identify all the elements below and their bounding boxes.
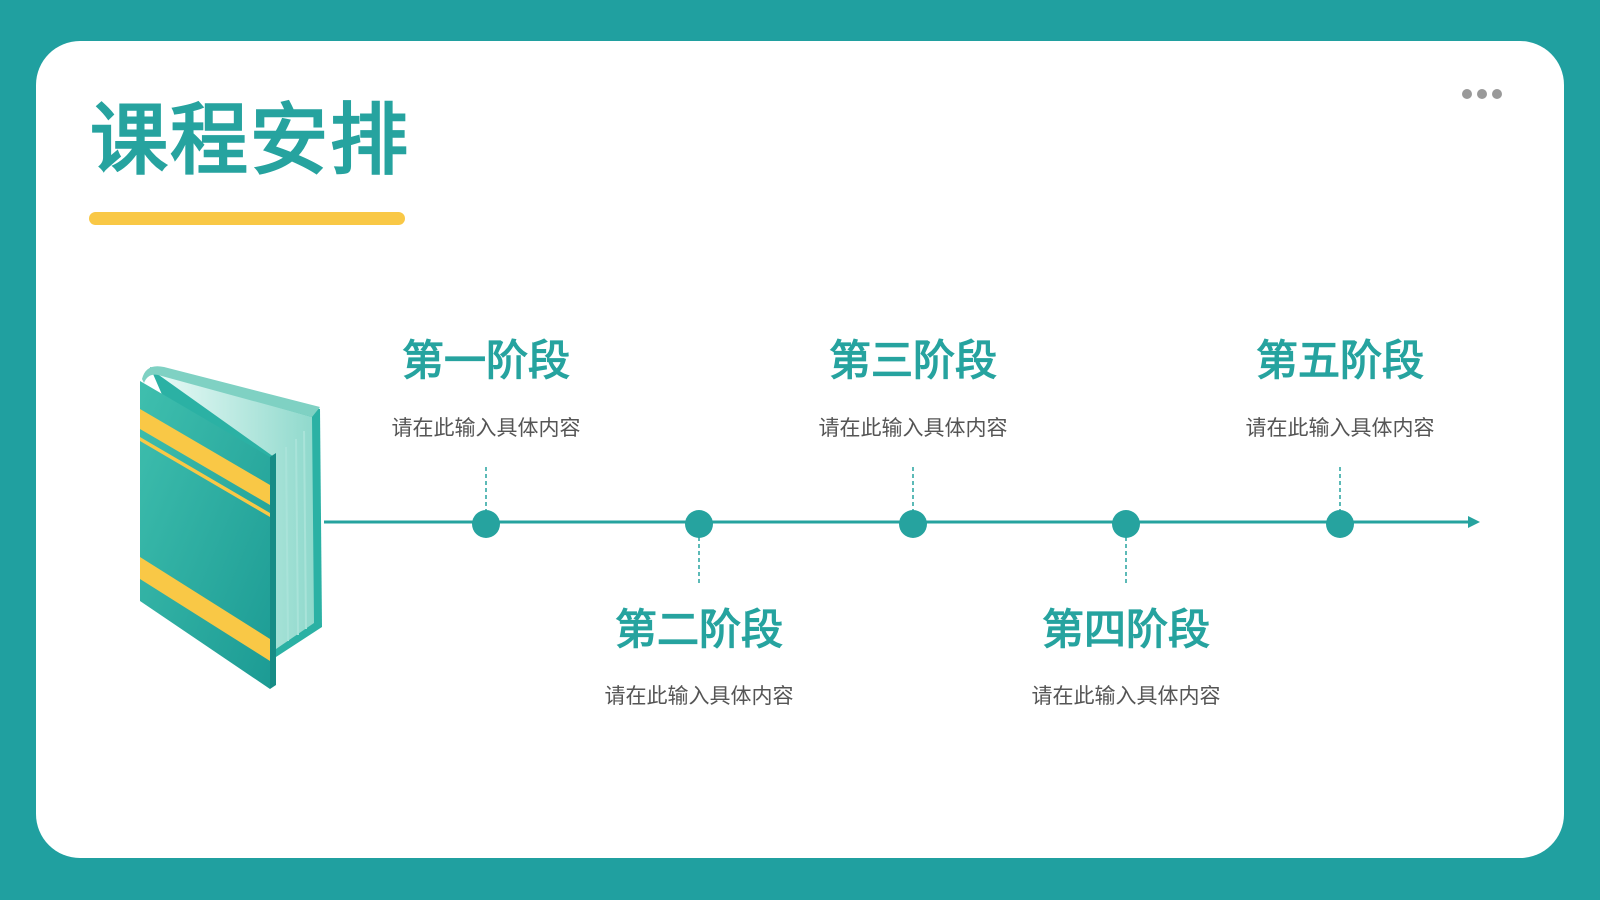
more-options-button[interactable] xyxy=(1462,89,1502,99)
stage-2-title: 第二阶段 xyxy=(614,605,783,654)
stage-marker xyxy=(1112,510,1140,538)
stage-1-title: 第一阶段 xyxy=(401,336,570,385)
timeline xyxy=(324,467,1480,586)
stage-4-description[interactable]: 请在此输入具体内容 xyxy=(1031,684,1221,708)
more-dots-icon xyxy=(1477,89,1487,99)
slide-card: 课程安排 xyxy=(36,41,1564,858)
stage-3-title: 第三阶段 xyxy=(828,336,997,385)
stage-marker xyxy=(685,510,713,538)
more-dots-icon xyxy=(1492,89,1502,99)
stage-marker xyxy=(472,510,500,538)
stage-1-description[interactable]: 请在此输入具体内容 xyxy=(391,416,581,440)
stage-2-description[interactable]: 请在此输入具体内容 xyxy=(604,684,794,708)
more-dots-icon xyxy=(1462,89,1472,99)
stage-5-title: 第五阶段 xyxy=(1255,336,1424,385)
book-icon xyxy=(140,366,322,689)
stage-marker xyxy=(899,510,927,538)
stage-5-description[interactable]: 请在此输入具体内容 xyxy=(1245,416,1435,440)
page-title: 课程安排 xyxy=(90,96,411,186)
stage-4-title: 第四阶段 xyxy=(1041,605,1210,654)
timeline-arrow-icon xyxy=(1468,516,1480,528)
stage-3-description[interactable]: 请在此输入具体内容 xyxy=(818,416,1008,440)
stage-marker xyxy=(1326,510,1354,538)
title-underline xyxy=(89,212,405,225)
